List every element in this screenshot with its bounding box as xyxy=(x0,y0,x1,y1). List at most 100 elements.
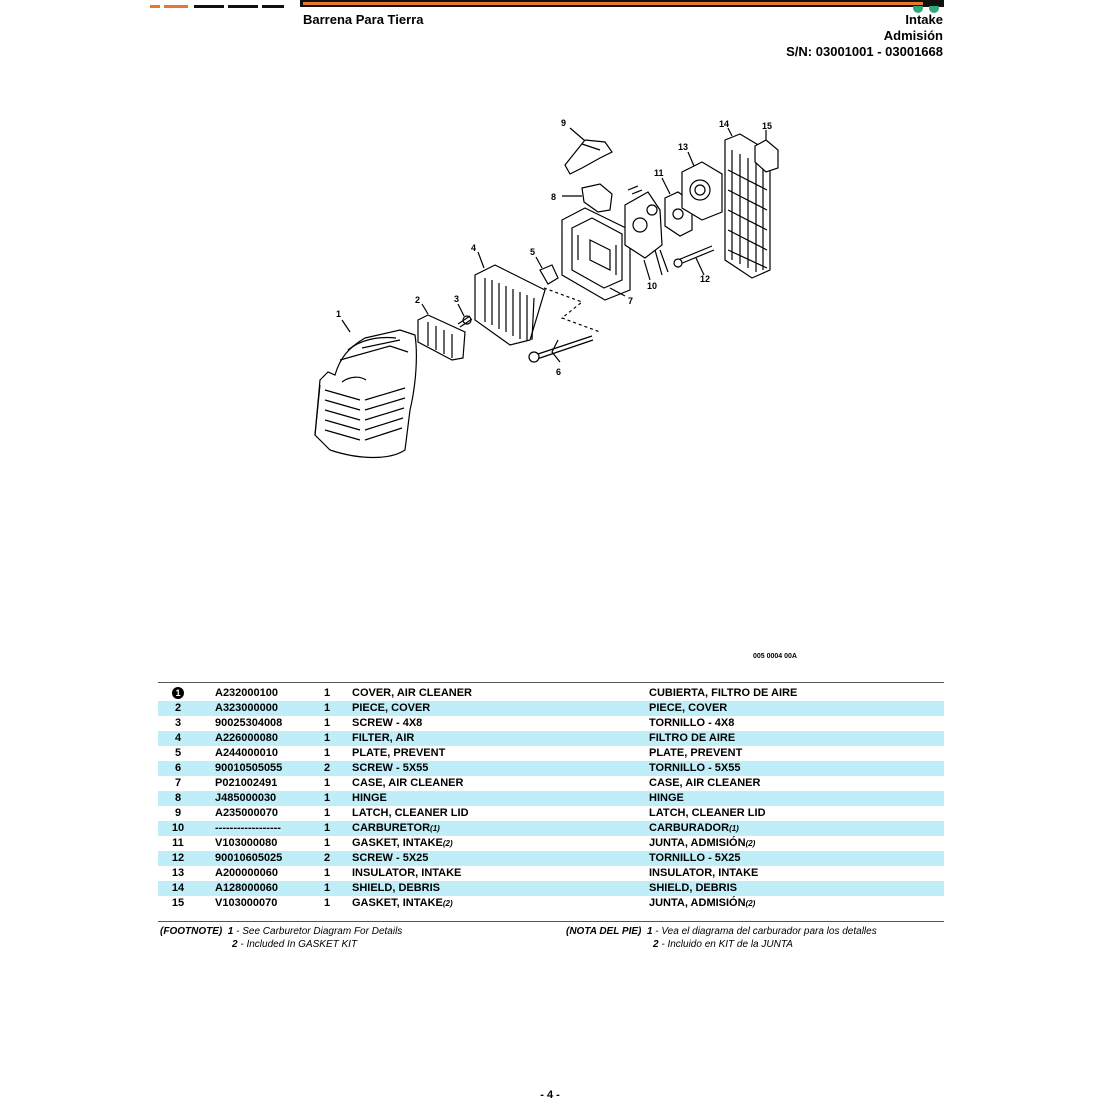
description-es-cell: HINGE xyxy=(649,791,684,806)
part-number-cell: A200000060 xyxy=(215,867,279,879)
ref-number-cell: 1 xyxy=(158,686,198,701)
description-en: PIECE, COVER xyxy=(352,702,431,714)
callout-14: 14 xyxy=(719,119,729,129)
footnote-es-2: - Incluido en KIT de la JUNTA xyxy=(658,939,793,950)
description-en-cell: INSULATOR, INTAKE xyxy=(352,866,461,881)
quantity-cell: 1 xyxy=(324,777,331,789)
quantity-cell: 1 xyxy=(324,882,331,894)
part-plate-prevent xyxy=(539,264,601,333)
part-number-cell: ------------------ xyxy=(215,822,281,834)
callout-9: 9 xyxy=(561,118,566,128)
callout-8: 8 xyxy=(551,192,556,202)
footnote-ref: (1) xyxy=(430,824,440,833)
description-es: CUBIERTA, FILTRO DE AIRE xyxy=(649,687,798,699)
description-en: FILTER, AIR xyxy=(352,732,415,744)
description-es: CASE, AIR CLEANER xyxy=(649,777,761,789)
footnote-es-2-num: 2 xyxy=(653,939,659,950)
description-en-cell: HINGE xyxy=(352,791,387,806)
part-number-cell: J485000030 xyxy=(215,792,277,804)
description-es-cell: PIECE, COVER xyxy=(649,701,727,716)
brand-mark-icon xyxy=(908,0,944,13)
description-es: PLATE, PREVENT xyxy=(649,747,743,759)
description-es-cell: JUNTA, ADMISIÓN(2) xyxy=(649,896,755,911)
description-en: LATCH, CLEANER LID xyxy=(352,807,469,819)
quantity-cell: 1 xyxy=(324,687,331,699)
footnote-label-en: (FOOTNOTE) xyxy=(160,926,223,937)
description-en-cell: SCREW - 5X55 xyxy=(352,761,428,776)
description-en-cell: SCREW - 5X25 xyxy=(352,851,428,866)
callout-13: 13 xyxy=(678,142,688,152)
description-es-cell: CUBIERTA, FILTRO DE AIRE xyxy=(649,686,797,701)
description-es-cell: LATCH, CLEANER LID xyxy=(649,806,766,821)
part-number-cell: P021002491 xyxy=(215,777,278,789)
part-number-cell: V103000080 xyxy=(215,837,278,849)
part-carburetor xyxy=(624,185,669,276)
footnote-es-1-num: 1 xyxy=(646,926,653,937)
ref-number-cell: 5 xyxy=(174,747,182,759)
quantity-cell: 1 xyxy=(324,702,331,714)
ref-number-cell: 14 xyxy=(171,882,185,894)
description-es: PIECE, COVER xyxy=(649,702,728,714)
part-piece-cover xyxy=(417,314,466,361)
description-en: CASE, AIR CLEANER xyxy=(352,777,464,789)
callout-12: 12 xyxy=(700,274,710,284)
description-en: SCREW - 5X25 xyxy=(352,852,429,864)
quantity-cell: 1 xyxy=(324,807,331,819)
table-bottom-rule xyxy=(158,921,944,922)
part-screw-4x8 xyxy=(457,315,473,328)
footnote-en-1: - See Carburetor Diagram For Details xyxy=(233,926,403,937)
description-es: HINGE xyxy=(649,792,684,804)
description-es: LATCH, CLEANER LID xyxy=(649,807,766,819)
description-en-cell: CASE, AIR CLEANER xyxy=(352,776,463,791)
ref-number-cell: 6 xyxy=(174,762,182,774)
description-en: CARBURETOR xyxy=(352,822,431,834)
ref-number-cell: 9 xyxy=(174,807,182,819)
ref-number-cell: 12 xyxy=(171,852,185,864)
section-heading: Intake Admisión S/N: 03001001 - 03001668 xyxy=(786,12,943,60)
callout-5: 5 xyxy=(530,247,535,257)
description-en: PLATE, PREVENT xyxy=(352,747,446,759)
part-number-cell: 90010505055 xyxy=(215,762,283,774)
description-es: FILTRO DE AIRE xyxy=(649,732,736,744)
part-insulator-intake xyxy=(681,161,723,221)
description-es: JUNTA, ADMISIÓN xyxy=(649,837,746,849)
description-en: SCREW - 4X8 xyxy=(352,717,423,729)
ref-badge: 1 xyxy=(172,687,184,699)
section-title-en: Intake xyxy=(905,12,943,27)
description-en-cell: SCREW - 4X8 xyxy=(352,716,422,731)
description-en-cell: LATCH, CLEANER LID xyxy=(352,806,469,821)
footnote-es-1: - Vea el diagrama del carburador para lo… xyxy=(652,926,877,937)
description-en: GASKET, INTAKE xyxy=(352,837,443,849)
callout-6: 6 xyxy=(556,367,561,377)
description-en-cell: CARBURETOR(1) xyxy=(352,821,440,836)
quantity-cell: 1 xyxy=(324,837,331,849)
description-es-cell: JUNTA, ADMISIÓN(2) xyxy=(649,836,755,851)
description-en-cell: COVER, AIR CLEANER xyxy=(352,686,472,701)
part-number-cell: A235000070 xyxy=(215,807,279,819)
description-es-cell: CARBURADOR(1) xyxy=(649,821,739,836)
footnote-en-1-num: 1 xyxy=(227,926,234,937)
part-screw-5x25 xyxy=(677,245,715,265)
quantity-cell: 1 xyxy=(324,717,331,729)
description-en: HINGE xyxy=(352,792,387,804)
description-es: JUNTA, ADMISIÓN xyxy=(649,897,746,909)
header-accent-stripe xyxy=(303,2,923,5)
footnote-ref: (2) xyxy=(745,899,756,908)
quantity-cell: 1 xyxy=(324,897,331,909)
table-row: 9 A235000070 1 LATCH, CLEANER LID LATCH, CLE… xyxy=(158,806,944,821)
footnote-ref: (2) xyxy=(442,839,453,848)
description-es: TORNILLO - 5X55 xyxy=(649,762,741,774)
description-en: SCREW - 5X55 xyxy=(352,762,429,774)
part-number-cell: 90010605025 xyxy=(215,852,283,864)
callout-4: 4 xyxy=(471,243,476,253)
